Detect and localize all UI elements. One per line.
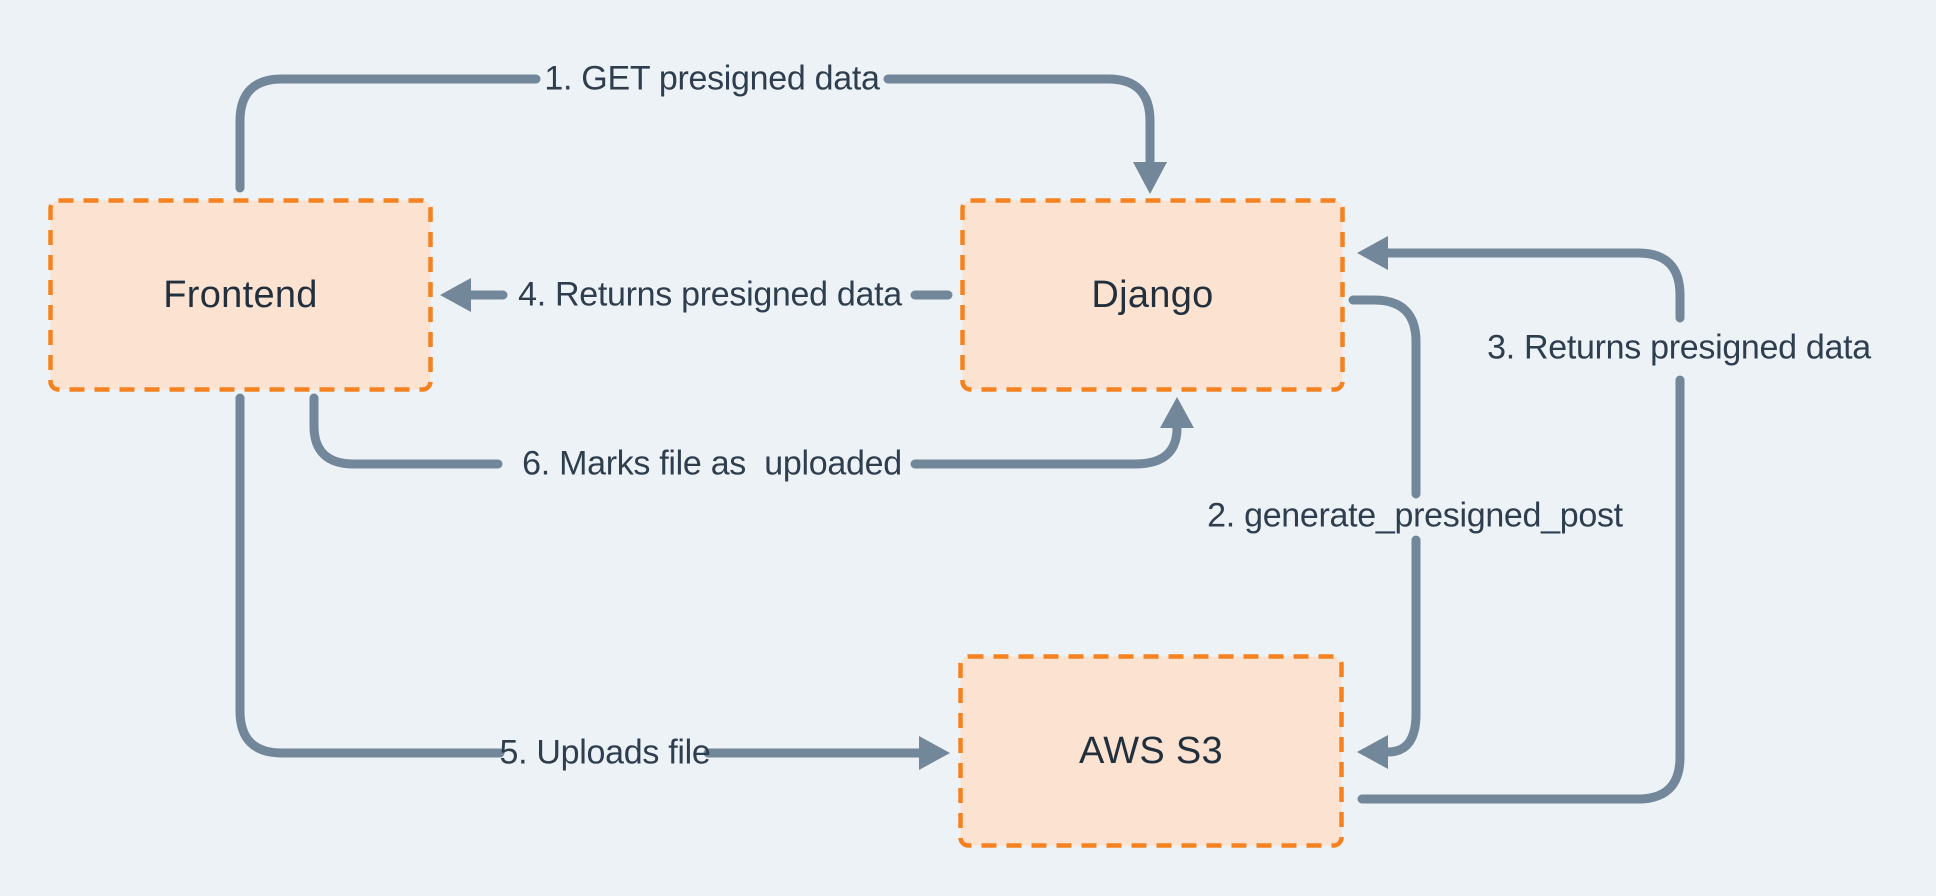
edge-step-6-segment-start [309,393,503,469]
node-frontend-label: Frontend [163,273,318,316]
node-frontend-dashed-border [48,198,433,392]
edge-step-1-segment-start [235,74,541,193]
edge-label-step-1: 1. GET presigned data [544,59,880,98]
edge-label-step-4: 4. Returns presigned data [518,275,902,314]
edge-label-step-2: 2. generate_presigned_post [1207,496,1623,535]
edge-step-2-arrowhead-left-icon [1357,735,1388,769]
node-aws-s3: AWS S3 [958,654,1344,848]
node-django-label: Django [1091,273,1214,316]
edge-step-1-arrowhead-down-icon [1133,162,1167,194]
node-aws-s3-label: AWS S3 [1079,729,1223,772]
node-aws-s3-dashed-border [958,654,1344,848]
node-frontend: Frontend [48,198,433,392]
edge-step-1-segment-end [883,74,1155,166]
edge-label-step-6: 6. Marks file as uploaded [522,444,902,483]
node-django-dashed-border [960,198,1345,392]
edge-step-6-arrowhead-up-icon [1160,397,1194,428]
edge-step-5-segment-start [235,393,505,758]
edge-label-step-3: 3. Returns presigned data [1487,328,1871,367]
edge-step-4-arrowhead-left-icon [440,278,471,312]
edge-step-3-segment-end [1383,248,1685,323]
edge-step-2-segment-end [1383,535,1421,757]
edge-step-5-arrowhead-right-icon [919,736,950,770]
edge-step-6-segment-end [910,423,1182,469]
edge-step-2-segment-start [1348,295,1421,499]
edge-step-3-segment-start [1357,375,1685,804]
edge-step-3-arrowhead-left-icon [1357,236,1388,270]
node-django: Django [960,198,1345,392]
edge-label-step-5: 5. Uploads file [499,733,711,772]
